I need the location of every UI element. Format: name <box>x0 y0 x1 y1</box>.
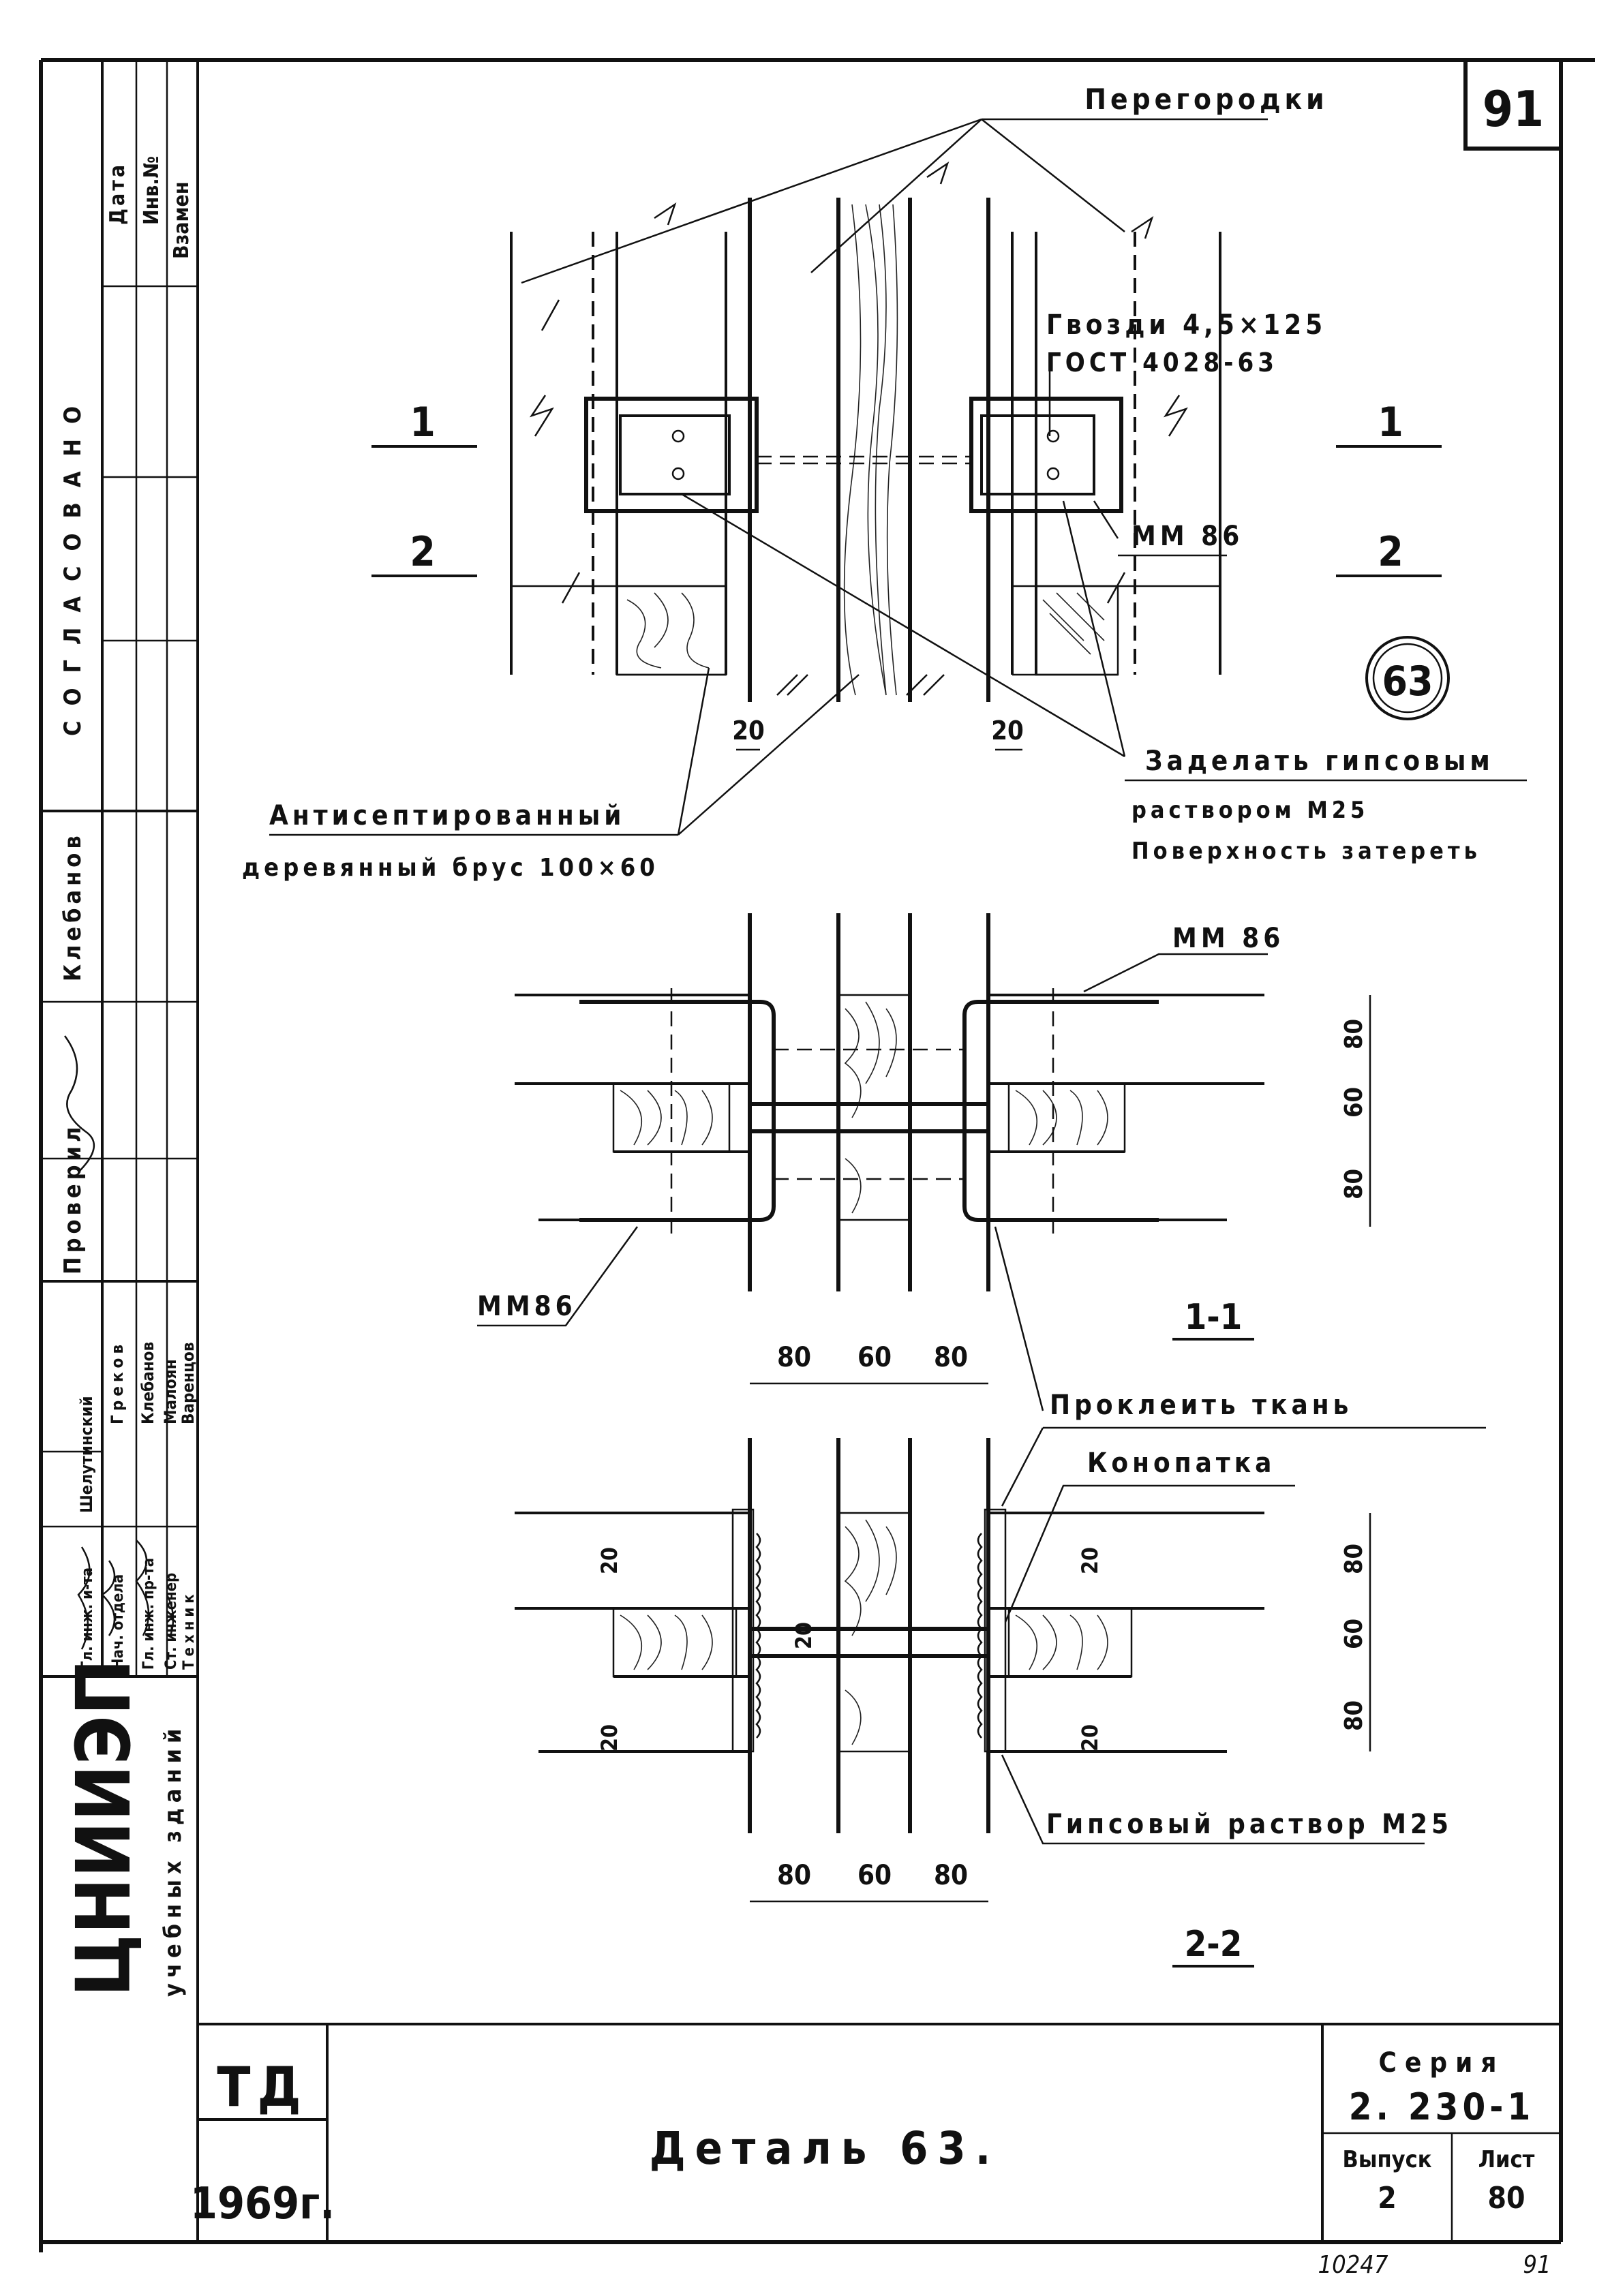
label-zadelat-3: Поверхность затереть <box>1131 838 1481 865</box>
bottom-left-number: 10247 <box>1318 2251 1388 2279</box>
stamp-name-1: Шелутинский <box>77 1396 96 1513</box>
label-gvozdi: Гвозди 4,5×125 <box>1046 309 1326 341</box>
page-number-box: 91 <box>1463 58 1563 151</box>
stamp-role-2: Нач. отдела <box>110 1574 127 1670</box>
stamp-inv-label: Инв.№ <box>140 156 164 225</box>
sheet-frame <box>39 58 1595 2252</box>
stamp-name-2: Греков <box>108 1341 127 1424</box>
label-antisept-1: Антисептированный <box>269 800 626 831</box>
left-stamp: Дата Инв.№ Взамен СОГЛАСОВАНО Клебанов П… <box>41 60 198 1997</box>
s1-dim-v-80-top: 80 <box>1340 1019 1368 1050</box>
title-td: ТД <box>217 2055 307 2119</box>
s1-dim-v-80-bot: 80 <box>1340 1169 1368 1199</box>
plan-view: 1 2 1 2 63 20 20 Перегородки Гвозди 4,5×… <box>242 82 1527 882</box>
label-zadelat-1: Заделать гипсовым <box>1145 746 1494 777</box>
list-value: 80 <box>1487 2181 1525 2216</box>
plan-marker-left-2: 2 <box>410 528 436 576</box>
stamp-org-sub: учебных зданий <box>160 1724 187 1997</box>
s2-dim-20-b: 20 <box>596 1724 622 1751</box>
section-2-2: 20 20 20 20 20 80 60 80 80 60 80 Проклеи… <box>515 1390 1486 1968</box>
plan-marker-right-1: 1 <box>1378 399 1403 446</box>
label-mm86-s1-top: ММ 86 <box>1172 923 1284 954</box>
stamp-vzamen-label: Взамен <box>170 182 194 259</box>
seria-label: Серия <box>1379 2047 1505 2079</box>
plan-marker-right-2: 2 <box>1378 528 1403 576</box>
label-peregorodki: Перегородки <box>1084 82 1328 116</box>
title-main: Деталь 63. <box>650 2122 1001 2175</box>
stamp-role-4: Ст. инженер <box>163 1573 180 1670</box>
label-antisept-2: деревянный брус 100×60 <box>242 854 659 882</box>
stamp-name-3: Клебанов <box>138 1342 157 1424</box>
vypusk-value: 2 <box>1378 2181 1397 2216</box>
label-gips: Гипсовый раствор М25 <box>1046 1809 1453 1840</box>
stamp-proveril-label: Проверил <box>59 1123 87 1274</box>
label-konopatka: Конопатка <box>1087 1448 1275 1479</box>
section-label-1-1: 1-1 <box>1185 1297 1243 1338</box>
s2-dim-v-80-top: 80 <box>1340 1544 1368 1574</box>
s1-dim-h-80-right: 80 <box>934 1342 968 1373</box>
label-zadelat-2: раствором М25 <box>1131 797 1369 824</box>
stamp-name-5: Варенцов <box>179 1342 198 1424</box>
s2-dim-v-80-bot: 80 <box>1340 1700 1368 1731</box>
s2-dim-20-e: 20 <box>1077 1724 1103 1751</box>
s1-dim-h-60: 60 <box>857 1342 892 1373</box>
label-gost: ГОСТ 4028-63 <box>1046 348 1278 378</box>
list-label: Лист <box>1478 2146 1535 2173</box>
stamp-role-5: Техник <box>181 1590 198 1670</box>
s2-dim-20-c: 20 <box>791 1622 817 1649</box>
s1-dim-h-80-left: 80 <box>777 1342 811 1373</box>
stamp-soglasovano: СОГЛАСОВАНО <box>59 391 87 736</box>
stamp-name-4: Малоян <box>161 1360 180 1425</box>
s2-dim-h-60: 60 <box>857 1860 892 1891</box>
seria-value: 2. 230-1 <box>1349 2085 1535 2128</box>
stamp-data-label: Дата <box>106 162 130 225</box>
s2-dim-20-d: 20 <box>1077 1547 1103 1574</box>
label-mm86-plan: ММ 86 <box>1131 521 1243 552</box>
vypusk-label: Выпуск <box>1343 2146 1432 2173</box>
s2-dim-20-a: 20 <box>596 1547 622 1574</box>
s1-dim-v-60: 60 <box>1340 1087 1368 1118</box>
plan-dim-20-right: 20 <box>991 716 1024 746</box>
page-number: 91 <box>1483 80 1544 138</box>
label-mm86-s1-left: ММ86 <box>477 1291 577 1322</box>
s2-dim-h-80-right: 80 <box>934 1860 968 1891</box>
stamp-kleb-top: Клебанов <box>59 831 87 981</box>
s2-dim-v-60: 60 <box>1340 1619 1368 1649</box>
title-year: 1969г. <box>190 2179 335 2229</box>
section-label-2-2: 2-2 <box>1185 1924 1243 1965</box>
section-1-1: 80 60 80 80 60 80 ММ 86 ММ86 1-1 <box>477 913 1371 1411</box>
label-prokleit: Проклеить ткань <box>1050 1390 1352 1421</box>
title-block: ТД 1969г. Деталь 63. Серия 2. 230-1 Выпу… <box>190 2023 1561 2242</box>
detail-circle-number: 63 <box>1382 658 1433 705</box>
plan-marker-left-1: 1 <box>410 399 436 446</box>
s2-dim-h-80-left: 80 <box>777 1860 811 1891</box>
stamp-org-name: ЦНИИЭП <box>60 1659 147 1997</box>
bottom-right-number: 91 <box>1523 2251 1551 2279</box>
plan-dim-20-left: 20 <box>732 716 765 746</box>
